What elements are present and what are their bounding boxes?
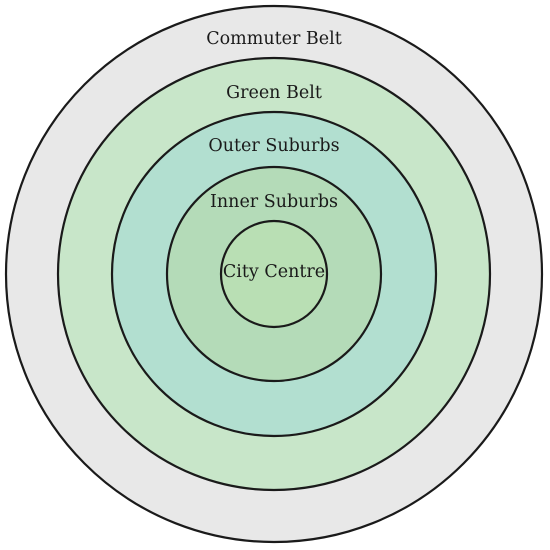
commuter-belt-label: Commuter Belt (206, 29, 342, 49)
inner-suburbs-label: Inner Suburbs (210, 192, 338, 212)
outer-suburbs-label: Outer Suburbs (208, 136, 339, 156)
city-centre-zone (219, 219, 329, 329)
green-belt-label: Green Belt (226, 83, 322, 103)
city-centre-label: City Centre (223, 262, 325, 282)
